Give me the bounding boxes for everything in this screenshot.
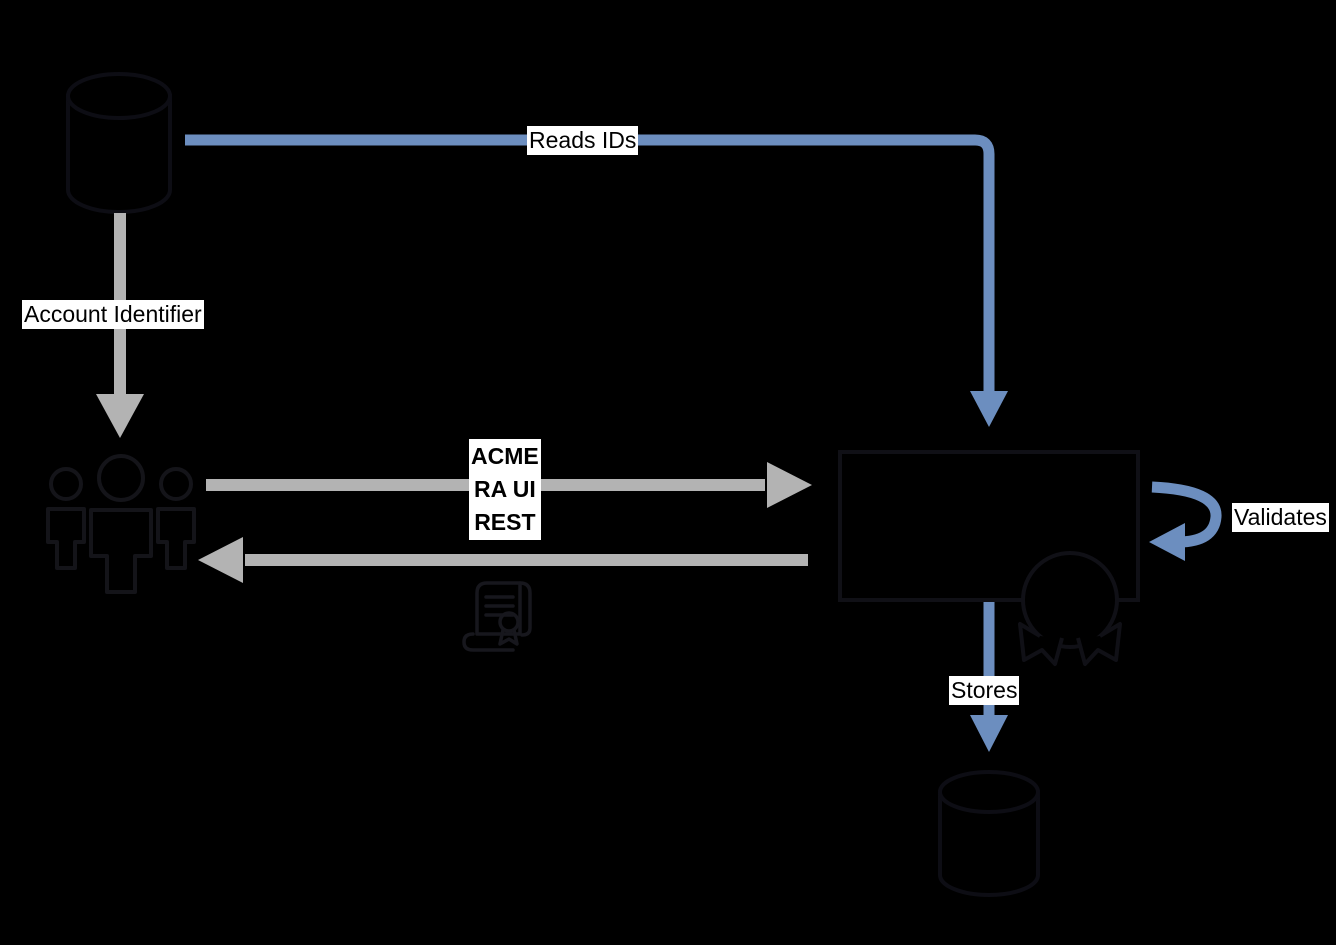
node-users-group[interactable] bbox=[46, 454, 196, 594]
certificate-seal-ribbon bbox=[498, 628, 519, 646]
edge-reads-ids-line bbox=[185, 134, 995, 400]
edge-label-validates: Validates bbox=[1232, 503, 1329, 532]
store-database-cylinder-icon bbox=[938, 790, 1040, 897]
node-store-database[interactable] bbox=[938, 770, 1040, 897]
edge-label-request-line-3: REST bbox=[474, 509, 536, 535]
certificate-seal-icon bbox=[498, 611, 520, 633]
edge-label-request-line-1: ACME bbox=[471, 443, 539, 469]
node-source-database[interactable] bbox=[66, 72, 172, 214]
edge-label-request: ACME RA UI REST bbox=[469, 439, 541, 540]
edge-validates[interactable] bbox=[1149, 481, 1222, 561]
edge-stores-arrowhead bbox=[970, 715, 1008, 752]
user-right-body-icon bbox=[156, 507, 196, 570]
edge-reads-ids[interactable] bbox=[185, 134, 1008, 427]
database-cylinder-icon bbox=[66, 94, 172, 214]
user-left-head-icon bbox=[49, 467, 83, 501]
user-center-head-icon bbox=[97, 454, 145, 502]
database-cylinder-top bbox=[66, 72, 172, 120]
certificate-scroll-curl-top bbox=[518, 581, 532, 637]
edge-label-stores: Stores bbox=[949, 676, 1020, 705]
user-center-body-icon bbox=[89, 508, 153, 594]
edge-account-identifier-arrowhead bbox=[96, 394, 144, 438]
award-ribbon-left bbox=[1018, 622, 1064, 666]
user-right-head-icon bbox=[159, 467, 193, 501]
certificate-scroll-curl-bottom bbox=[462, 632, 515, 652]
edge-response-arrowhead bbox=[198, 537, 243, 583]
edge-label-reads-ids: Reads IDs bbox=[527, 126, 639, 155]
certificate-scroll-icon bbox=[475, 581, 522, 636]
edge-response[interactable] bbox=[198, 537, 808, 583]
edge-reads-ids-arrowhead bbox=[970, 391, 1008, 427]
award-ribbon-right bbox=[1076, 622, 1122, 666]
edge-validates-line bbox=[1151, 481, 1222, 548]
node-ra-service[interactable] bbox=[838, 450, 1140, 666]
user-left-body-icon bbox=[46, 507, 86, 570]
edge-request-arrowhead bbox=[767, 462, 812, 508]
award-rosette-icon bbox=[1021, 551, 1119, 649]
edge-label-request-line-2: RA UI bbox=[473, 476, 536, 502]
node-certificate-document[interactable] bbox=[462, 581, 532, 652]
edge-validates-arrowhead bbox=[1149, 523, 1185, 561]
edge-label-account-identifier: Account Identifier bbox=[22, 300, 204, 329]
store-database-cylinder-top bbox=[938, 770, 1040, 814]
